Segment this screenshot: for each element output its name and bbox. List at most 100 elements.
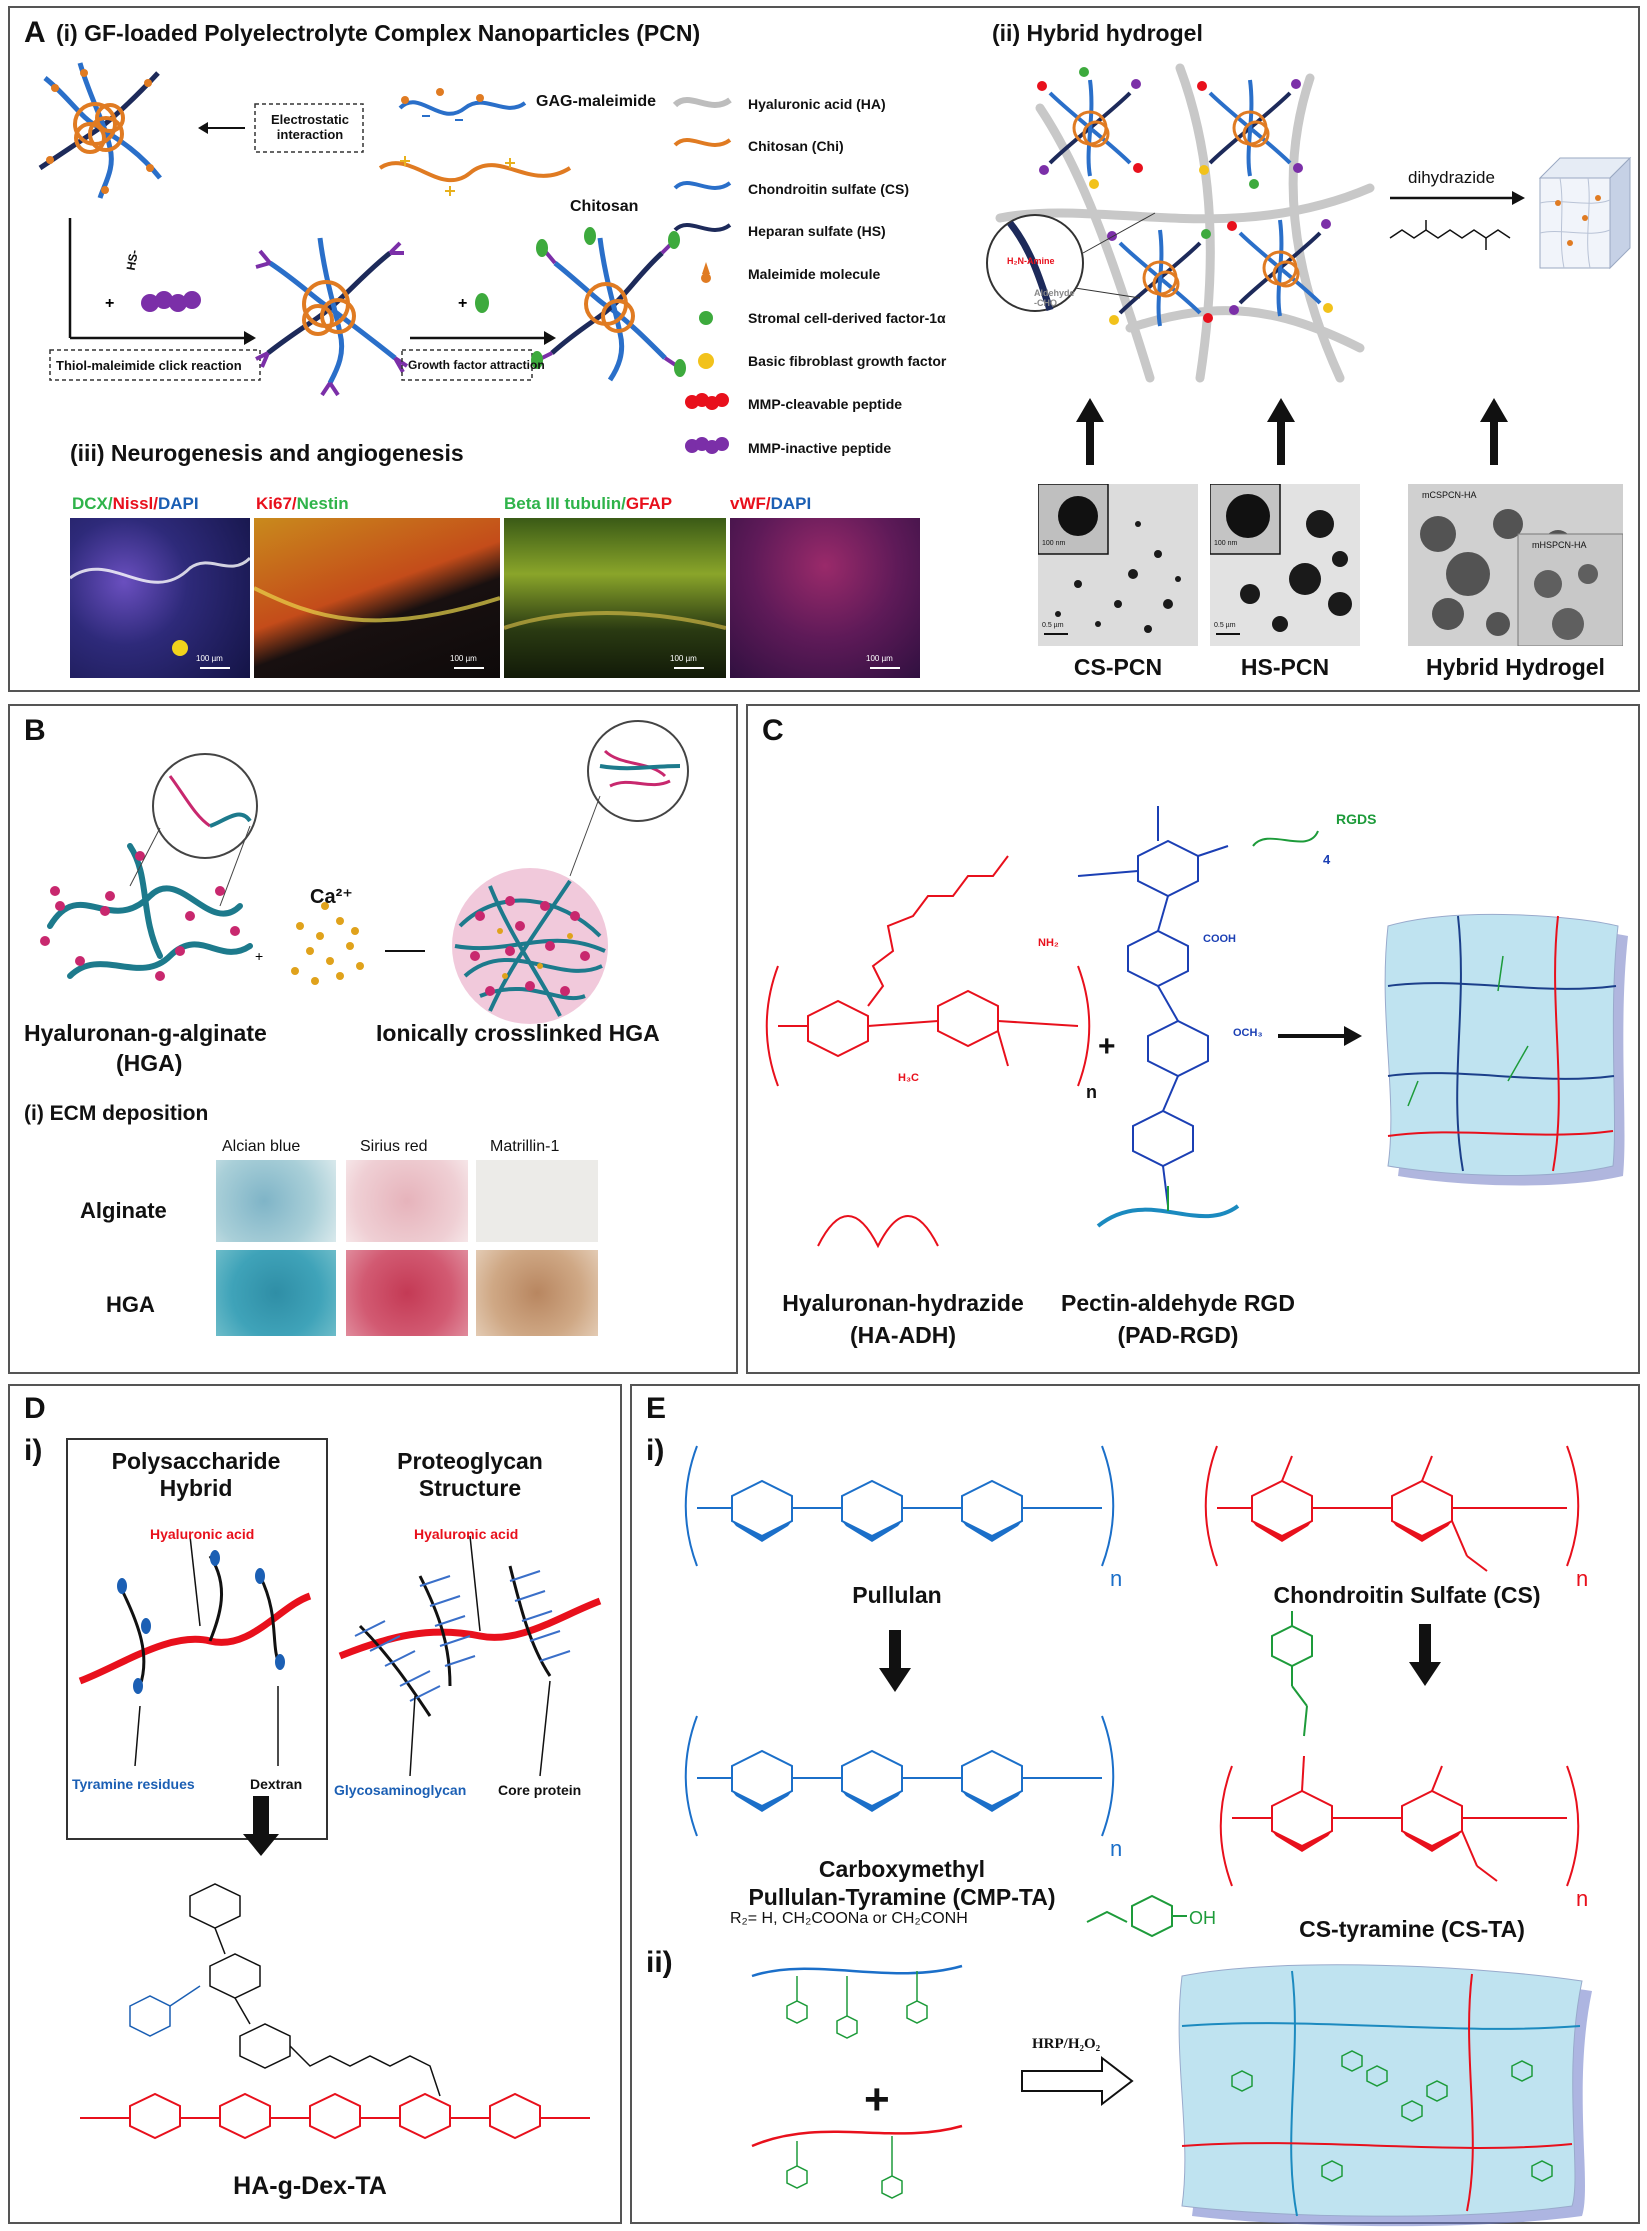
panel-a-title-i: (i) GF-loaded Polyelectrolyte Complex Na…	[56, 20, 701, 46]
tem-hs-inset-scale: 100 nm	[1214, 540, 1238, 547]
fluor-scale-3: 100 µm	[670, 654, 697, 663]
subscript-4: 4	[1323, 852, 1331, 867]
hybrid-hydrogel-schematic	[986, 63, 1632, 383]
stain-label-2: Ki67/Nestin	[256, 494, 349, 513]
proteoglycan-title: Proteoglycan Structure	[397, 1448, 543, 1501]
hga-schematic: +	[40, 720, 689, 1024]
legend-maleimide: Maleimide molecule	[748, 266, 881, 282]
crosslinking-schematic: +	[751, 1964, 1592, 2227]
ecm-row-hga: HGA	[106, 1292, 155, 1317]
hyaluronan-hydrazide-structure: RGDS 4 COOH OCH₃ H₃C NH₂ n +	[765, 806, 1628, 1249]
panel-a-letter: A	[24, 16, 46, 49]
tem-hybrid-sub2: mHSPCN-HA	[1532, 540, 1587, 550]
cs-label: Chondroitin Sulfate (CS)	[1273, 1582, 1541, 1608]
tyramine-label: Tyramine residues	[72, 1776, 195, 1792]
fluor-scale-4: 100 µm	[866, 654, 893, 663]
gf-attraction-label: Growth factor attraction	[408, 358, 545, 372]
cs-n: n	[1576, 1566, 1588, 1591]
panel-a-title-ii: (ii) Hybrid hydrogel	[992, 20, 1203, 46]
ha-g-dex-ta-structure	[80, 1883, 590, 2140]
panel-e-sub-ii: ii)	[646, 1946, 673, 1979]
fluor-image-4: 100 µm	[730, 518, 920, 678]
panel-d-sub: i)	[24, 1434, 43, 1467]
legend-icons	[672, 97, 732, 454]
chitosan-label: Chitosan	[570, 198, 639, 215]
histology-alginate-matrillin	[476, 1160, 598, 1242]
legend-chitosan: Chitosan (Chi)	[748, 138, 844, 154]
panel-d: D i) Polysaccharide Hybrid Proteoglycan …	[8, 1384, 622, 2224]
panel-e-sub-i: i)	[646, 1434, 665, 1467]
histology-hga-matrillin	[476, 1250, 598, 1336]
ha-adh-name: Hyaluronan-hydrazide	[782, 1290, 1024, 1316]
cooh-label: COOH	[1203, 933, 1236, 945]
pad-rgd-name: Pectin-aldehyde RGD	[1061, 1290, 1295, 1316]
fluor-image-3: 100 µm	[504, 518, 726, 678]
pcn-schematic: + +	[38, 62, 686, 397]
pad-rgd-abbrev: (PAD-RGD)	[1117, 1322, 1239, 1348]
fluor-scale-2: 100 µm	[450, 654, 477, 663]
cmp-ta-line2: Pullulan-Tyramine (CMP-TA)	[748, 1884, 1056, 1910]
ecm-deposition-title: (i) ECM deposition	[24, 1102, 209, 1125]
fluor-image-1: 100 µm	[70, 518, 250, 678]
core-protein-label: Core protein	[498, 1782, 582, 1798]
svg-text:+: +	[105, 295, 114, 312]
legend-hs: Heparan sulfate (HS)	[748, 223, 886, 239]
legend-bfgf: Basic fibroblast growth factor	[748, 353, 947, 369]
svg-text:+: +	[864, 2075, 890, 2124]
dihydrazide-label: dihydrazide	[1408, 168, 1495, 187]
panel-e-letter: E	[646, 1392, 667, 1425]
repeat-n-label: n	[1086, 1082, 1097, 1102]
legend-cs: Chondroitin sulfate (CS)	[748, 181, 909, 197]
nh2-label: NH₂	[1038, 937, 1059, 949]
panel-b: B +	[8, 704, 738, 1374]
stain-label-3: Beta III tubulin/GFAP	[504, 494, 673, 513]
ca-ion-label: Ca²⁺	[310, 886, 353, 908]
histology-alginate-sirius	[346, 1160, 468, 1242]
ha-g-dex-ta-label: HA-g-Dex-TA	[233, 2172, 387, 2200]
ecm-col-sirius: Sirius red	[360, 1138, 428, 1155]
cmp-ta-line1: Carboxymethyl	[818, 1856, 986, 1882]
panel-c: C RGDS 4 COOH OCH₃ H₃C NH₂ n +	[746, 704, 1640, 1374]
histology-alginate-alcian	[216, 1160, 336, 1242]
amine-label: H₂N-Amine	[1007, 256, 1055, 266]
svg-text:+: +	[255, 948, 263, 964]
tem-hs-pcn: 100 nm 0.5 µm	[1210, 484, 1360, 646]
gag-label: Glycosaminoglycan	[334, 1782, 467, 1798]
och3-label: OCH₃	[1233, 1027, 1263, 1039]
h3c-label: H₃C	[898, 1072, 919, 1084]
legend-sdf: Stromal cell-derived factor-1α	[748, 310, 946, 326]
svg-text:+: +	[1098, 1030, 1116, 1063]
tem-cs-inset-scale: 100 nm	[1042, 540, 1066, 547]
panel-c-letter: C	[762, 714, 784, 747]
stain-label-1: DCX/Nissl/DAPI	[72, 494, 199, 513]
hybrid-ha-label: Hyaluronic acid	[150, 1526, 255, 1542]
legend-mmp-inactive: MMP-inactive peptide	[748, 440, 892, 456]
tem-hybrid-sub1: mCSPCN-HA	[1422, 490, 1477, 500]
fluor-scale-1: 100 µm	[196, 654, 223, 663]
cmp-ta-n: n	[1110, 1836, 1122, 1861]
hrp-h2o2-label: HRP/H₂O₂	[1032, 2036, 1101, 2052]
hybrid-vs-proteoglycan-schematic	[78, 1535, 602, 1856]
hga-label: Hyaluronan-g-alginate	[24, 1020, 267, 1046]
pullulan-label: Pullulan	[852, 1582, 942, 1608]
histology-hga-sirius	[346, 1250, 468, 1336]
tem-hybrid-hydrogel: mCSPCN-HA mHSPCN-HA	[1408, 484, 1623, 646]
legend-mmp-cleavable: MMP-cleavable peptide	[748, 396, 903, 412]
panel-b-letter: B	[24, 714, 46, 747]
polysaccharide-hybrid-box	[66, 1438, 328, 1840]
proteoglycan-ha-label: Hyaluronic acid	[414, 1526, 519, 1542]
panel-a-title-iii: (iii) Neurogenesis and angiogenesis	[70, 440, 464, 466]
stain-label-4: vWF/DAPI	[730, 494, 812, 513]
ha-adh-abbrev: (HA-ADH)	[849, 1322, 957, 1348]
ecm-row-alginate: Alginate	[80, 1198, 167, 1223]
tem-hybrid-caption: Hybrid Hydrogel	[1426, 654, 1605, 680]
polysaccharide-hybrid-title: Polysaccharide Hybrid	[111, 1448, 281, 1501]
cmp-ta-oh: OH	[1189, 1908, 1216, 1928]
ecm-col-matrillin: Matrillin-1	[490, 1138, 560, 1155]
ionic-hga-label: Ionically crosslinked HGA	[376, 1020, 660, 1046]
tem-hs-scale: 0.5 µm	[1214, 622, 1236, 629]
click-reaction-label: Thiol-maleimide click reaction	[56, 358, 242, 373]
dextran-label: Dextran	[250, 1776, 303, 1792]
panel-d-letter: D	[24, 1392, 46, 1425]
legend-ha: Hyaluronic acid (HA)	[748, 96, 886, 112]
